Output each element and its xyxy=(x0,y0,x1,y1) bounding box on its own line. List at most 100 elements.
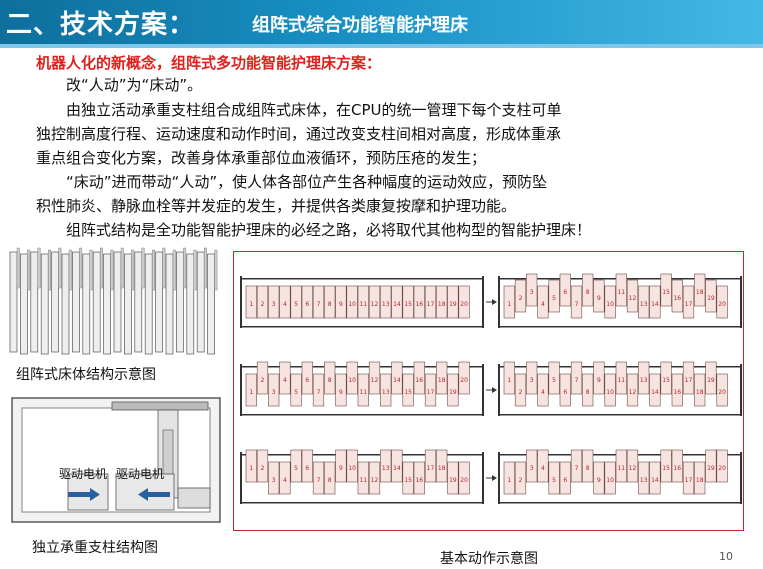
motion-column-number: 13 xyxy=(382,465,390,472)
motion-column xyxy=(279,285,291,319)
motion-column xyxy=(380,285,392,319)
motion-column-number: 2 xyxy=(261,301,265,308)
motion-column xyxy=(447,285,459,319)
motion-column-number: 11 xyxy=(617,377,625,384)
bed-plate xyxy=(186,253,195,355)
motion-column-number: 15 xyxy=(404,301,412,308)
motion-column xyxy=(503,285,515,319)
motion-column xyxy=(593,279,605,313)
motion-rail-bottom xyxy=(500,502,740,504)
motion-column-number: 14 xyxy=(651,301,659,308)
motion-column xyxy=(514,461,527,495)
motion-column xyxy=(716,449,728,483)
motion-column xyxy=(559,273,571,307)
motion-column xyxy=(638,461,650,495)
drive-arrow-left-head xyxy=(90,488,100,501)
motion-column xyxy=(682,361,695,395)
motion-column xyxy=(424,373,437,407)
header-band xyxy=(0,44,763,48)
motion-column xyxy=(705,361,717,395)
motion-column-number: 6 xyxy=(563,389,567,396)
bed-plate-edge xyxy=(110,249,114,291)
motion-column-number: 3 xyxy=(530,289,534,296)
motion-column-number: 10 xyxy=(606,389,614,396)
motion-column xyxy=(256,449,269,483)
motion-end-post xyxy=(482,276,484,328)
bed-plate xyxy=(103,253,111,355)
motion-column-number: 8 xyxy=(328,477,332,484)
motion-column xyxy=(245,285,257,319)
motion-column xyxy=(694,373,706,407)
drive-arrow-right-head xyxy=(138,488,148,501)
motion-column-number: 11 xyxy=(617,289,625,296)
motion-column-number: 9 xyxy=(339,465,343,472)
motion-column-number: 9 xyxy=(339,301,343,308)
motion-column-number: 10 xyxy=(606,301,614,308)
motion-column xyxy=(368,285,381,319)
drive-arrow-right xyxy=(148,492,170,497)
motion-column xyxy=(705,449,717,483)
bed-plate xyxy=(82,253,91,355)
motion-column xyxy=(312,285,325,319)
bed-plate-edge xyxy=(37,247,41,289)
motion-column xyxy=(705,279,717,313)
motor-right-label: 驱动电机 xyxy=(116,467,165,481)
text-line-1: 改“人动”为“床动”。 xyxy=(66,76,203,94)
motion-column xyxy=(290,449,302,483)
motion-column xyxy=(548,361,560,395)
motion-column xyxy=(279,361,291,395)
motion-column-number: 18 xyxy=(696,289,704,296)
bed-plate xyxy=(207,253,215,355)
motion-column xyxy=(436,285,448,319)
motion-column xyxy=(368,361,381,395)
motion-column xyxy=(290,285,302,319)
bed-plate xyxy=(9,251,18,353)
bed-plate xyxy=(134,251,143,353)
motion-column xyxy=(424,285,437,319)
motion-column-number: 3 xyxy=(272,389,276,396)
motion-column-number: 2 xyxy=(261,377,265,384)
motion-column xyxy=(380,449,392,483)
bed-plate-edge xyxy=(58,247,62,289)
bed-plate-edge xyxy=(79,247,83,289)
motion-column xyxy=(582,273,594,307)
motion-column-number: 8 xyxy=(328,377,332,384)
motion-column xyxy=(615,273,627,307)
bed-plate xyxy=(40,253,49,355)
motion-column-number: 6 xyxy=(563,477,567,484)
bed-plate-edge xyxy=(89,249,93,291)
text-line-6: 积性肺炎、静脉血栓等并发症的发生，并提供各类康复按摩和护理功能。 xyxy=(36,197,517,215)
bed-plate xyxy=(165,253,174,355)
motion-column xyxy=(391,361,403,395)
motion-column-number: 7 xyxy=(317,389,321,396)
motion-column-number: 19 xyxy=(707,377,715,384)
motion-column xyxy=(458,461,470,495)
drive-arrow-left xyxy=(68,492,90,497)
motion-column-number: 15 xyxy=(662,465,670,472)
motion-column xyxy=(570,449,583,483)
bed-plate xyxy=(61,253,70,355)
motion-column-number: 8 xyxy=(586,389,590,396)
motion-column-number: 1 xyxy=(249,301,253,308)
motion-column-number: 15 xyxy=(404,477,412,484)
bed-plate xyxy=(92,251,101,353)
motion-column xyxy=(582,449,594,483)
motion-column-number: 3 xyxy=(272,477,276,484)
text-line-5: “床动”进而带动“人动”，使人体各部位产生各种幅度的运动效应，预防坠 xyxy=(66,173,548,191)
motion-column xyxy=(649,461,661,495)
motion-column xyxy=(324,285,336,319)
bed-plate-edge xyxy=(193,249,197,291)
motion-column-number: 8 xyxy=(328,301,332,308)
motion-column-number: 2 xyxy=(519,295,523,302)
motion-end-post xyxy=(240,452,242,504)
bed-plate xyxy=(176,251,184,353)
motion-rail-bottom xyxy=(242,326,482,328)
bed-plates xyxy=(9,247,218,355)
motion-column xyxy=(402,373,414,407)
bed-plate-edge xyxy=(151,249,155,291)
motion-column-number: 4 xyxy=(283,301,287,308)
motion-column-number: 17 xyxy=(427,301,435,308)
motion-column-number: 6 xyxy=(563,289,567,296)
motion-column xyxy=(413,285,425,319)
motion-column xyxy=(682,285,695,319)
